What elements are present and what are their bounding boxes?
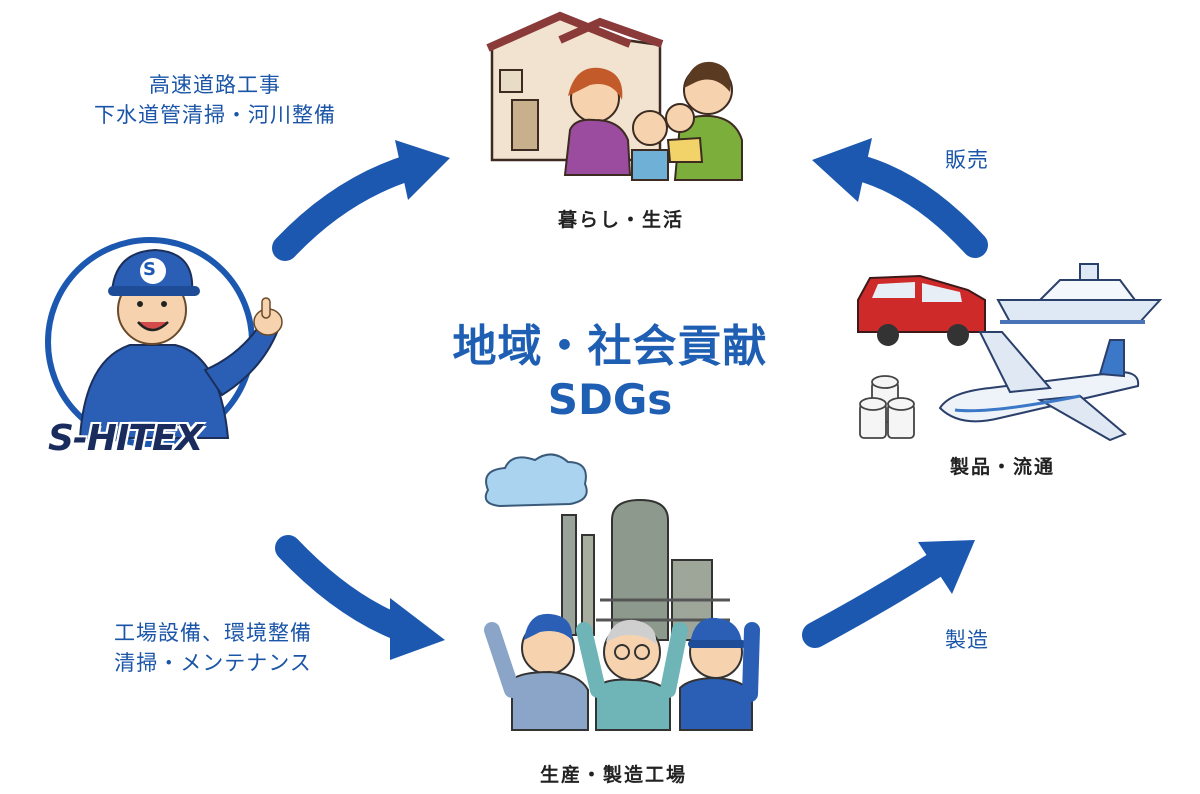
center-title-line1: 地域・社会貢献 <box>452 321 768 372</box>
edge-label-bottom-left: 工場設備、環境整備 清掃・メンテナンス <box>98 618 328 678</box>
center-title-line2: SDGs <box>547 375 673 424</box>
arrow-top-right <box>812 138 988 258</box>
edge-label-top-left-line2: 下水道管清掃・河川整備 <box>94 103 336 127</box>
node-label-living: 暮らし・生活 <box>558 209 685 231</box>
edge-label-top-left-line1: 高速道路工事 <box>149 73 281 97</box>
house-family-icon <box>486 11 743 181</box>
mascot-cap-letter: S <box>143 259 156 280</box>
center-title: 地域・社会貢献 SDGs <box>400 320 820 426</box>
edge-label-bottom-left-line1: 工場設備、環境整備 <box>114 621 312 645</box>
arrow-bottom-left <box>275 535 445 660</box>
edge-label-top-right: 販売 <box>945 148 989 172</box>
arrow-top-left <box>272 140 450 261</box>
arrow-bottom-right <box>802 540 975 648</box>
edge-label-top-left: 高速道路工事 下水道管清掃・河川整備 <box>80 70 350 130</box>
node-label-factory: 生産・製造工場 <box>540 764 688 786</box>
node-label-products: 製品・流通 <box>950 456 1056 478</box>
vehicles-products-icon <box>857 263 1163 442</box>
edge-label-bottom-right: 製造 <box>945 628 989 652</box>
edge-label-bottom-left-line2: 清掃・メンテナンス <box>114 651 312 675</box>
factory-workers-icon <box>484 453 760 731</box>
mascot-worker-icon <box>45 237 283 447</box>
s-hitex-logo: S-HITEX <box>48 418 203 459</box>
